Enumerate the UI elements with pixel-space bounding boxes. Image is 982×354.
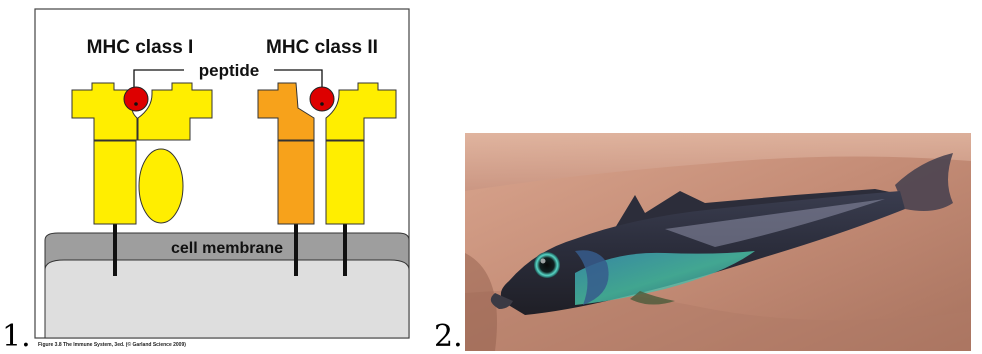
mhc-diagram: MHC class I MHC class II peptide cell me… — [34, 8, 414, 348]
mhc-class-1-label: MHC class I — [87, 37, 194, 58]
peptide-mhc1 — [124, 87, 148, 111]
cell-membrane-label: cell membrane — [171, 240, 283, 257]
mhc1-alpha3-domain — [94, 141, 136, 224]
mhc2-beta2-domain — [326, 141, 364, 224]
peptide-mhc2 — [310, 87, 334, 111]
figure-caption: Figure 3.8 The Immune System, 3ed. (© Ga… — [38, 341, 186, 348]
fish-photo — [465, 133, 971, 351]
peptide-label: peptide — [199, 61, 259, 80]
fish-eye — [534, 252, 560, 278]
beta2-microglobulin — [139, 149, 183, 223]
mhc-class-2-label: MHC class II — [266, 37, 378, 58]
cytoplasm-region — [45, 260, 409, 338]
item-number-2: 2. — [434, 322, 463, 352]
item-number-1: 1. — [2, 322, 31, 352]
mhc2-alpha2-domain — [278, 141, 314, 224]
eye-highlight — [541, 259, 546, 264]
